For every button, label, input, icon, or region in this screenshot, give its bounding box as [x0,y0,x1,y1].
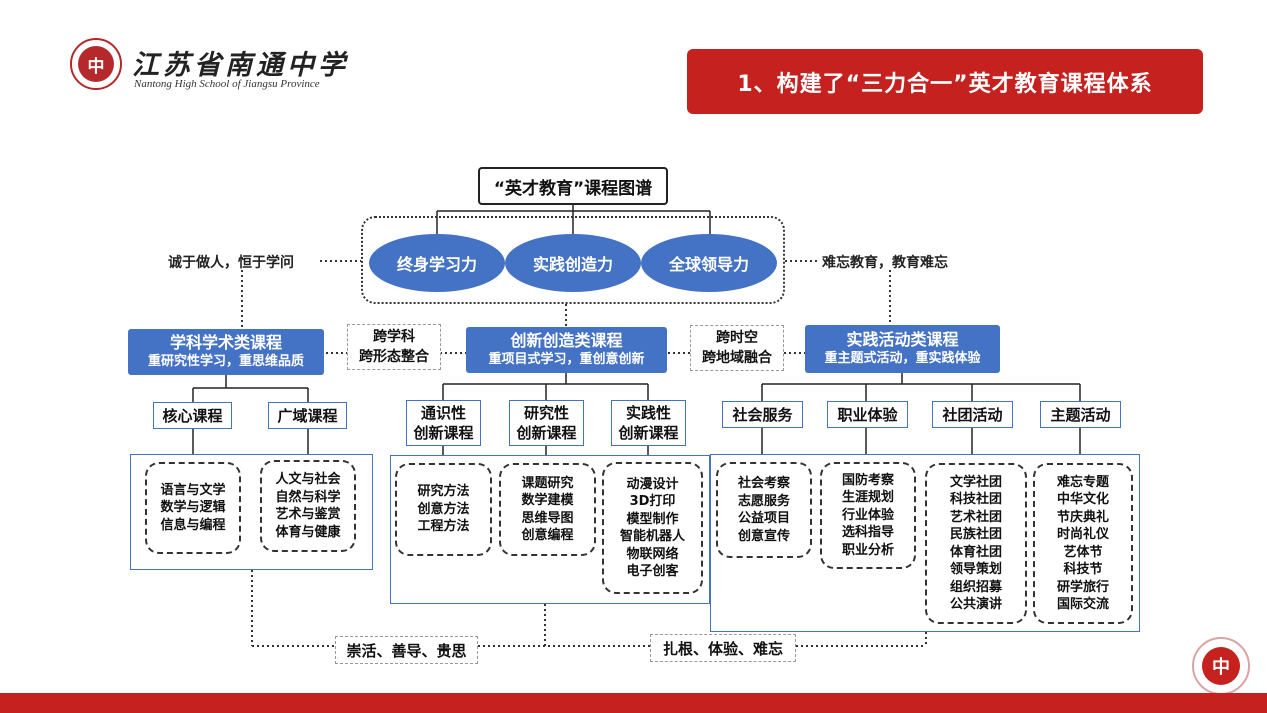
category-innovation-subtitle: 重项目式学习，重创意创新 [488,352,645,367]
list-item: 模型制作 [626,511,679,527]
list-item: 公共演讲 [949,597,1002,612]
list-item: 创意宣传 [737,528,790,544]
list-item: 工程方法 [417,519,470,535]
items-career-experience: 国防考察 生涯规划 行业体验 选科指导 职业分析 [820,462,916,569]
list-item: 社会考察 [737,476,790,491]
list-item: 节庆典礼 [1056,509,1109,525]
list-item: 人文与社会 [275,472,341,487]
list-item: 科技节 [1063,562,1103,577]
list-item: 时尚礼仪 [1056,527,1109,542]
list-item: 体育社团 [949,544,1002,560]
items-broad: 人文与社会 自然与科学 艺术与鉴赏 体育与健康 [260,460,356,552]
bridge-left-line-2: 跨形态整合 [359,349,429,365]
corner-seal: 中 [1192,637,1250,695]
motto-right: 难忘教育，教育难忘 [822,255,948,271]
list-item: 难忘专题 [1056,474,1109,490]
category-academic-subtitle: 重研究性学习，重思维品质 [147,354,304,369]
list-item: 研学旅行 [1056,579,1109,595]
list-item: 动漫设计 [626,476,679,492]
list-item: 文学社团 [949,474,1002,490]
list-item: 领导策划 [949,562,1002,577]
items-club-activities: 文学社团 科技社团 艺术社团 民族社团 体育社团 领导策划 组织招募 公共演讲 [925,463,1027,624]
category-practice-subtitle: 重主题式活动，重实践体验 [824,351,981,366]
list-item: 组织招募 [949,579,1002,595]
list-item: 体育与健康 [275,524,341,540]
bridge-left: 跨学科 跨形态整合 [347,324,441,370]
list-item: 生涯规划 [841,490,894,506]
list-item: 创意编程 [521,528,574,543]
sub-theme-activities: 主题活动 [1040,401,1121,428]
root-node: “英才教育”课程图谱 [478,167,668,205]
bridge-left-line-1: 跨学科 [373,329,415,345]
bridge-right: 跨时空 跨地域融合 [690,325,784,371]
list-item: 智能机器人 [619,529,685,544]
items-core: 语言与文学 数学与逻辑 信息与编程 [145,462,241,554]
list-item: 艺体节 [1063,544,1103,560]
ability-practical-creation: 实践创造力 [505,234,641,292]
school-name-en: Nantong High School of Jiangsu Province [134,78,320,90]
list-item: 数学建模 [521,493,574,508]
category-practice-title: 实践活动类课程 [846,330,959,349]
ability-lifelong-learning: 终身学习力 [369,234,505,292]
list-item: 志愿服务 [737,493,790,509]
list-item: 行业体验 [841,507,894,523]
category-innovation: 创新创造类课程 重项目式学习，重创意创新 [466,327,667,373]
sub-research-innovation: 研究性 创新课程 [509,400,584,446]
school-name-cn: 江苏省南通中学 [132,50,349,81]
list-item: 电子创客 [626,564,679,579]
list-item: 课题研究 [521,475,574,491]
category-academic: 学科学术类课程 重研究性学习，重思维品质 [128,329,324,375]
sub-core-courses: 核心课程 [153,402,232,429]
items-general-innovation: 研究方法 创意方法 工程方法 [395,463,492,556]
list-item: 民族社团 [949,527,1002,542]
items-research-innovation: 课题研究 数学建模 思维导图 创意编程 [499,463,596,556]
seal-mark-icon: 中 [1202,647,1240,685]
list-item: 物联网络 [626,546,679,562]
list-item: 艺术与鉴赏 [275,507,341,522]
school-logo: 中 [70,38,122,90]
list-item: 3D打印 [629,494,676,509]
list-item: 公益项目 [737,511,790,526]
list-item: 思维导图 [521,510,574,526]
abilities-group [361,216,785,304]
list-item: 数学与逻辑 [160,500,226,516]
footer-bar [0,693,1267,713]
bottom-right-label: 扎根、体验、难忘 [650,634,796,662]
bridge-right-line-1: 跨时空 [716,330,758,346]
list-item: 语言与文学 [160,482,226,498]
list-item: 国际交流 [1056,597,1109,612]
motto-left: 诚于做人，恒于学问 [168,255,294,271]
sub-social-service: 社会服务 [722,401,803,428]
list-item: 国防考察 [841,472,894,488]
logo-mark-icon: 中 [78,46,114,82]
category-academic-title: 学科学术类课程 [169,333,282,352]
list-item: 职业分析 [841,542,894,558]
category-practice: 实践活动类课程 重主题式活动，重实践体验 [805,325,1000,373]
items-practical-innovation: 动漫设计 3D打印 模型制作 智能机器人 物联网络 电子创客 [602,462,703,594]
ability-global-leadership: 全球领导力 [641,234,777,292]
list-item: 自然与科学 [275,489,341,505]
sub-general-innovation: 通识性 创新课程 [406,400,481,446]
bridge-right-line-2: 跨地域融合 [702,350,772,366]
items-social-service: 社会考察 志愿服务 公益项目 创意宣传 [716,462,812,558]
list-item: 选科指导 [841,525,894,541]
sub-career-experience: 职业体验 [827,401,908,428]
sub-club-activities: 社团活动 [932,401,1013,428]
list-item: 艺术社团 [949,509,1002,525]
list-item: 创意方法 [417,501,470,517]
sub-broad-courses: 广域课程 [268,402,347,429]
list-item: 信息与编程 [160,517,226,533]
list-item: 研究方法 [417,484,470,500]
category-innovation-title: 创新创造类课程 [510,331,623,350]
items-theme-activities: 难忘专题 中华文化 节庆典礼 时尚礼仪 艺体节 科技节 研学旅行 国际交流 [1033,463,1133,624]
list-item: 科技社团 [949,492,1002,507]
bottom-left-label: 崇活、善导、贵思 [335,636,478,664]
slide-title: 1、构建了“三力合一”英才教育课程体系 [687,49,1203,114]
sub-practical-innovation: 实践性 创新课程 [611,400,686,446]
list-item: 中华文化 [1056,492,1109,507]
